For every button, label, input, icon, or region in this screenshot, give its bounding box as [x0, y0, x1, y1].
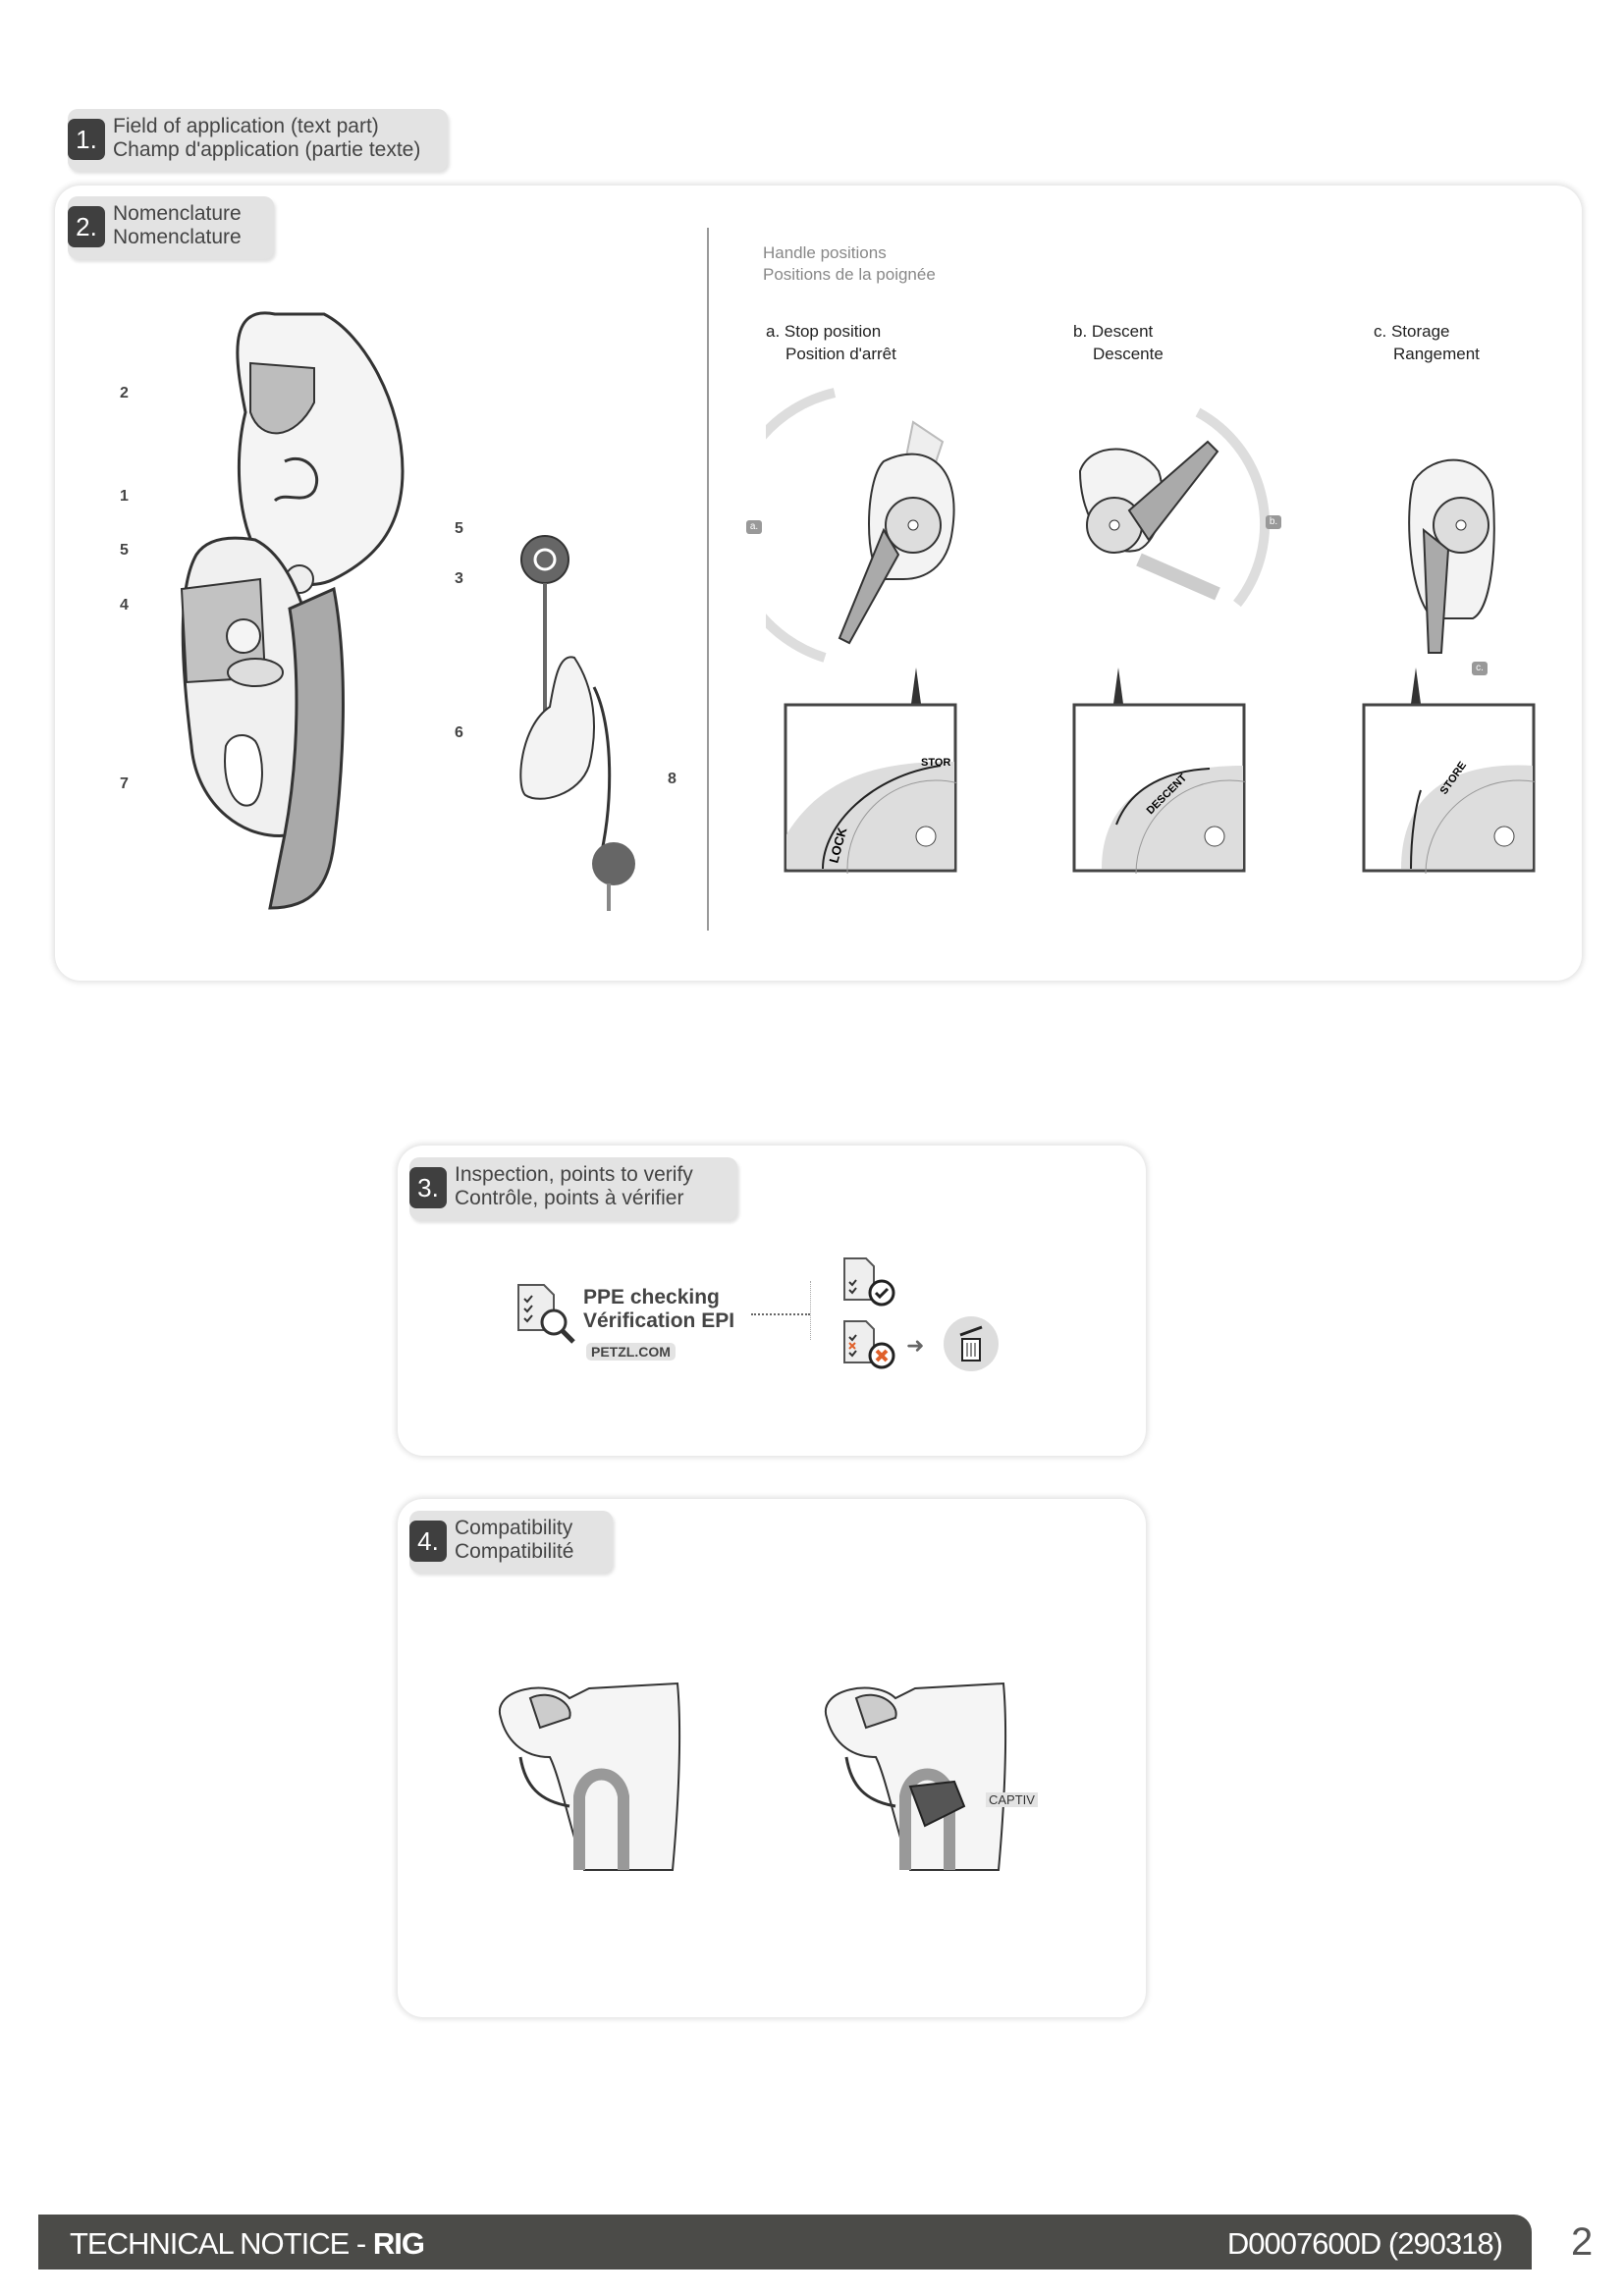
section-number: 3. — [409, 1167, 447, 1208]
checklist-magnifier-icon — [517, 1284, 575, 1344]
rig-rope-illustration — [519, 535, 635, 911]
section-4-header: 4. Compatibility Compatibilité — [409, 1511, 613, 1573]
storage-position-illustration — [1408, 458, 1495, 654]
checklist-fail-icon — [843, 1320, 895, 1369]
position-a-badge: a. — [746, 520, 762, 534]
position-a-label: a. Stop position Position d'arrêt — [766, 322, 896, 363]
section-title: Nomenclature Nomenclature — [113, 202, 242, 248]
page-number: 2 — [1571, 2220, 1594, 2264]
part-label-8: 8 — [668, 771, 677, 787]
part-label-6: 6 — [455, 724, 463, 741]
captiv-compatibility-illustration — [824, 1682, 1007, 1871]
section-number: 1. — [68, 119, 105, 160]
stop-position-illustration — [766, 388, 955, 663]
section-number: 2. — [68, 206, 105, 247]
section-2-header: 2. Nomenclature Nomenclature — [68, 196, 274, 259]
handle-positions-title: Handle positions Positions de la poignée — [763, 243, 936, 284]
part-label-5: 5 — [120, 542, 129, 559]
part-label-5b: 5 — [455, 520, 463, 537]
trash-icon — [944, 1316, 999, 1371]
section-3-header: 3. Inspection, points to verify Contrôle… — [409, 1157, 737, 1220]
section-title: Inspection, points to verify Contrôle, p… — [455, 1163, 693, 1209]
ppe-checking-text: PPE checking Vérification EPI — [583, 1286, 735, 1332]
arrow-right-icon: ➜ — [906, 1333, 925, 1358]
position-c-label: c. Storage Rangement — [1374, 322, 1480, 363]
carabiner-compatibility-illustration — [498, 1682, 681, 1871]
footer-title: TECHNICAL NOTICE - RIG — [70, 2226, 425, 2261]
connector-bracket — [810, 1281, 811, 1340]
footer-bar: TECHNICAL NOTICE - RIG D0007600D (290318… — [38, 2215, 1532, 2269]
section-title: Compatibility Compatibilité — [455, 1517, 574, 1563]
captiv-label: CAPTIV — [986, 1792, 1038, 1807]
dial-stor-text: STOR — [921, 757, 950, 769]
compatibility-panel — [398, 1499, 1146, 2017]
petzl-website-link[interactable]: PETZL.COM — [586, 1343, 676, 1361]
part-label-7: 7 — [120, 775, 129, 792]
position-b-badge: b. — [1266, 515, 1281, 529]
section-number: 4. — [409, 1521, 447, 1562]
section-1-header: 1. Field of application (text part) Cham… — [68, 109, 448, 171]
section-title: Field of application (text part) Champ d… — [113, 115, 421, 161]
position-c-badge: c. — [1472, 662, 1488, 675]
descent-dial-detail: DESCENT — [1072, 667, 1246, 874]
lock-dial-detail: LOCK STOR — [784, 667, 957, 874]
part-label-4: 4 — [120, 597, 129, 614]
panel-divider — [707, 228, 709, 931]
checklist-ok-icon — [843, 1257, 895, 1307]
part-label-1: 1 — [120, 488, 129, 505]
document-reference: D0007600D (290318) — [1226, 2226, 1503, 2261]
part-label-2: 2 — [120, 385, 129, 401]
dotted-connector — [751, 1313, 810, 1315]
rig-device-illustration — [180, 311, 405, 910]
store-dial-detail: STORE — [1362, 667, 1536, 874]
part-label-3: 3 — [455, 570, 463, 587]
descent-position-illustration — [1078, 407, 1271, 608]
position-b-label: b. Descent Descente — [1073, 322, 1164, 363]
